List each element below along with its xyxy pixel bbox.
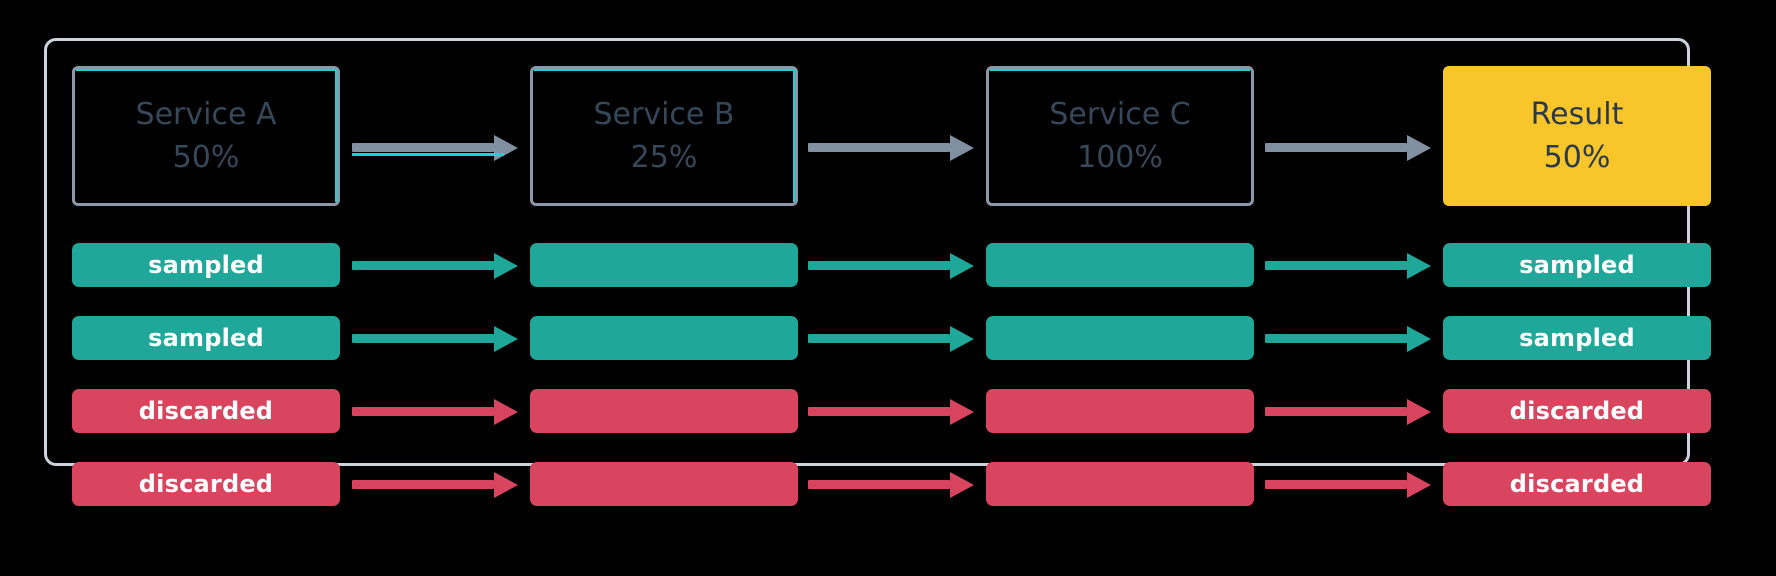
node-sampling-rate: 50% bbox=[1543, 140, 1611, 175]
arrow-head bbox=[1407, 135, 1431, 161]
node-sampling-rate: 100% bbox=[1077, 140, 1163, 175]
flow-cell-row3-service-a: discarded bbox=[72, 389, 340, 433]
flow-cell-label: discarded bbox=[138, 397, 274, 425]
flow-cell-label: sampled bbox=[1519, 251, 1635, 279]
arrow-head bbox=[494, 326, 518, 352]
arrow-head bbox=[950, 253, 974, 279]
arrow-shaft bbox=[1265, 407, 1407, 416]
arrow-head bbox=[1407, 326, 1431, 352]
flow-cell-row2-result: sampled bbox=[1443, 316, 1711, 360]
node-accent-line bbox=[76, 69, 336, 71]
flow-cell-label: sampled bbox=[148, 324, 264, 352]
flow-cell-row1-result: sampled bbox=[1443, 243, 1711, 287]
flow-cell-label: discarded bbox=[138, 470, 274, 498]
arrow-shaft bbox=[808, 143, 950, 152]
node-service-c[interactable]: Service C 100% bbox=[986, 66, 1254, 206]
flow-cell-row3-service-c bbox=[986, 389, 1254, 433]
flow-cell-row2-service-a: sampled bbox=[72, 316, 340, 360]
arrow-head bbox=[1407, 253, 1431, 279]
flow-cell-row1-service-b bbox=[530, 243, 798, 287]
arrow-head bbox=[950, 326, 974, 352]
arrow-head bbox=[950, 399, 974, 425]
arrow-head bbox=[494, 399, 518, 425]
arrow-shaft bbox=[1265, 143, 1407, 152]
arrow-head bbox=[494, 253, 518, 279]
flow-cell-row4-service-c bbox=[986, 462, 1254, 506]
arrow-head bbox=[950, 472, 974, 498]
arrow-head bbox=[1407, 399, 1431, 425]
node-service-a[interactable]: Service A 50% bbox=[72, 66, 340, 206]
flow-cell-row3-service-b bbox=[530, 389, 798, 433]
arrow-shaft bbox=[1265, 480, 1407, 489]
arrow-shaft bbox=[808, 407, 950, 416]
node-title: Service B bbox=[593, 96, 735, 132]
arrow-accent-underline bbox=[352, 153, 504, 156]
arrow-shaft bbox=[808, 261, 950, 270]
arrow-shaft bbox=[808, 480, 950, 489]
arrow-head bbox=[1407, 472, 1431, 498]
flow-cell-row1-service-c bbox=[986, 243, 1254, 287]
flow-cell-row4-service-b bbox=[530, 462, 798, 506]
node-sampling-rate: 50% bbox=[172, 140, 240, 175]
arrow-shaft bbox=[352, 407, 494, 416]
flow-cell-row4-result: discarded bbox=[1443, 462, 1711, 506]
node-result[interactable]: Result 50% bbox=[1443, 66, 1711, 206]
arrow-shaft bbox=[352, 261, 494, 270]
node-accent-line-right bbox=[335, 69, 337, 202]
node-accent-line-right bbox=[793, 69, 795, 202]
node-accent-line bbox=[990, 69, 1250, 71]
node-title: Result bbox=[1530, 96, 1624, 132]
arrow-shaft bbox=[352, 480, 494, 489]
arrow-shaft bbox=[1265, 261, 1407, 270]
flow-cell-row1-service-a: sampled bbox=[72, 243, 340, 287]
flow-cell-row4-service-a: discarded bbox=[72, 462, 340, 506]
node-service-b[interactable]: Service B 25% bbox=[530, 66, 798, 206]
arrow-shaft bbox=[808, 334, 950, 343]
node-title: Service A bbox=[135, 96, 277, 132]
flow-cell-row2-service-c bbox=[986, 316, 1254, 360]
flow-cell-row2-service-b bbox=[530, 316, 798, 360]
flow-cell-label: discarded bbox=[1509, 397, 1645, 425]
arrow-head bbox=[494, 135, 518, 161]
node-accent-line bbox=[534, 69, 794, 71]
flow-cell-row3-result: discarded bbox=[1443, 389, 1711, 433]
arrow-shaft bbox=[352, 143, 494, 152]
arrow-shaft bbox=[352, 334, 494, 343]
arrow-head bbox=[494, 472, 518, 498]
flow-cell-label: discarded bbox=[1509, 470, 1645, 498]
arrow-shaft bbox=[1265, 334, 1407, 343]
arrow-head bbox=[950, 135, 974, 161]
flow-cell-label: sampled bbox=[1519, 324, 1635, 352]
node-sampling-rate: 25% bbox=[630, 140, 698, 175]
flow-cell-label: sampled bbox=[148, 251, 264, 279]
node-title: Service C bbox=[1049, 96, 1191, 132]
